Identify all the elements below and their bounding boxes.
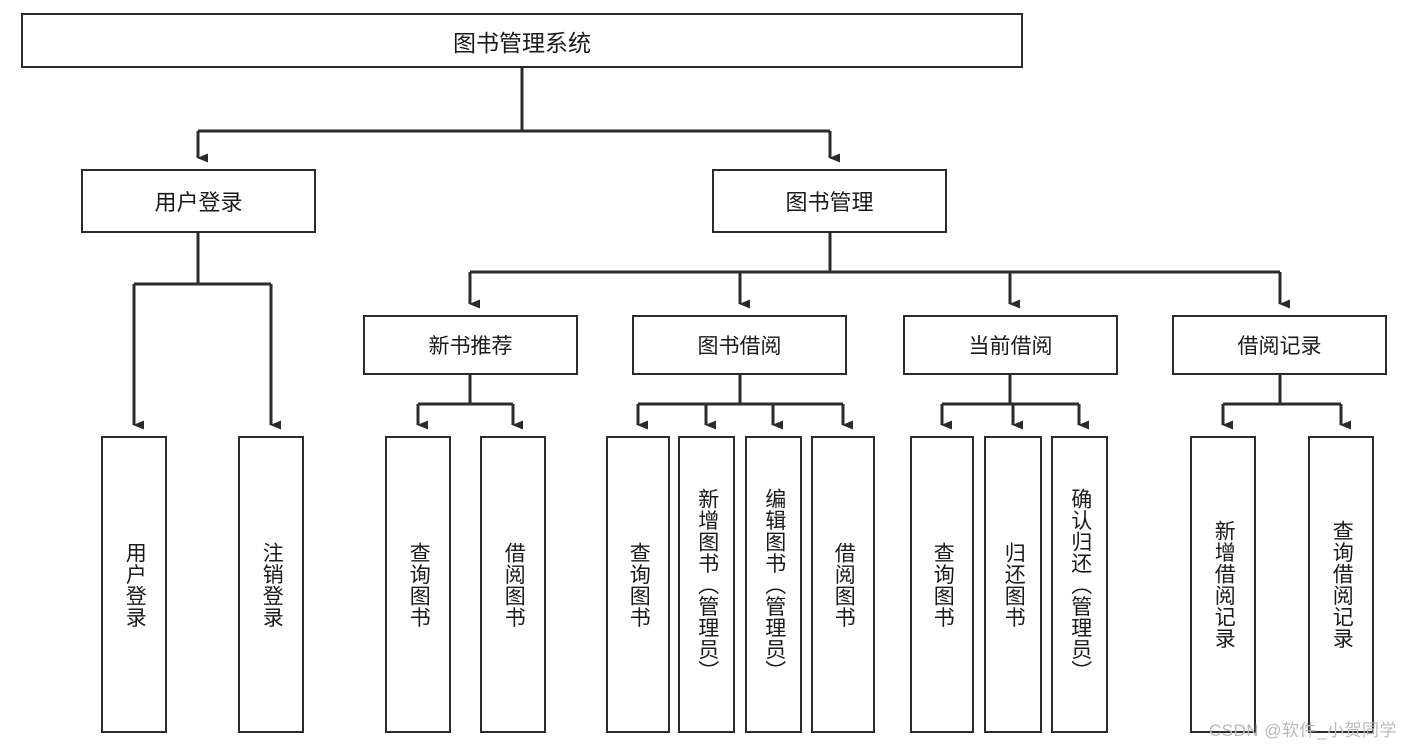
- node-leaf-borrow-book-2[interactable]: 借阅图书: [811, 436, 875, 733]
- node-leaf-edit-book[interactable]: 编辑图书（管理员）: [745, 436, 802, 733]
- node-label: 用户登录: [123, 541, 147, 628]
- node-label: 编辑图书（管理员）: [762, 487, 786, 682]
- node-label: 新书推荐: [428, 335, 513, 358]
- node-label: 查询图书: [627, 541, 651, 628]
- node-label: 确认归还（管理员）: [1068, 487, 1092, 682]
- node-label: 归还图书: [1002, 541, 1026, 628]
- node-label: 图书管理系统: [453, 29, 591, 56]
- node-borrow-record[interactable]: 借阅记录: [1172, 315, 1387, 375]
- node-book-borrow[interactable]: 图书借阅: [632, 315, 847, 375]
- node-leaf-query-record[interactable]: 查询借阅记录: [1308, 436, 1374, 733]
- node-label: 查询图书: [931, 541, 955, 628]
- node-leaf-add-record[interactable]: 新增借阅记录: [1190, 436, 1256, 733]
- node-leaf-query-book-2[interactable]: 查询图书: [606, 436, 670, 733]
- node-label: 当前借阅: [968, 335, 1053, 358]
- node-leaf-query-book-3[interactable]: 查询图书: [910, 436, 974, 733]
- node-label: 用户登录: [154, 190, 243, 215]
- node-label: 借阅图书: [502, 541, 526, 628]
- node-label: 借阅图书: [832, 541, 856, 628]
- node-leaf-logout[interactable]: 注销登录: [238, 436, 304, 733]
- node-book-manage[interactable]: 图书管理: [712, 169, 947, 233]
- node-label: 图书管理: [785, 190, 874, 215]
- watermark-credit: CSDN @软件_小贺同学: [1208, 721, 1397, 740]
- node-system-root[interactable]: 图书管理系统: [21, 13, 1023, 68]
- node-new-book-recommend[interactable]: 新书推荐: [363, 315, 578, 375]
- node-current-borrow[interactable]: 当前借阅: [903, 315, 1118, 375]
- node-label: 借阅记录: [1237, 335, 1322, 358]
- node-leaf-query-book-1[interactable]: 查询图书: [385, 436, 451, 733]
- node-leaf-confirm-return[interactable]: 确认归还（管理员）: [1051, 436, 1108, 733]
- node-label: 新增借阅记录: [1212, 520, 1236, 649]
- node-leaf-user-login[interactable]: 用户登录: [101, 436, 167, 733]
- node-label: 查询借阅记录: [1330, 520, 1354, 649]
- node-leaf-return-book[interactable]: 归还图书: [984, 436, 1042, 733]
- node-user-login[interactable]: 用户登录: [81, 169, 316, 233]
- node-label: 新增图书（管理员）: [695, 487, 719, 682]
- node-leaf-borrow-book-1[interactable]: 借阅图书: [480, 436, 546, 733]
- node-label: 注销登录: [260, 541, 284, 628]
- node-label: 查询图书: [407, 541, 431, 628]
- node-label: 图书借阅: [697, 335, 782, 358]
- node-leaf-add-book[interactable]: 新增图书（管理员）: [678, 436, 735, 733]
